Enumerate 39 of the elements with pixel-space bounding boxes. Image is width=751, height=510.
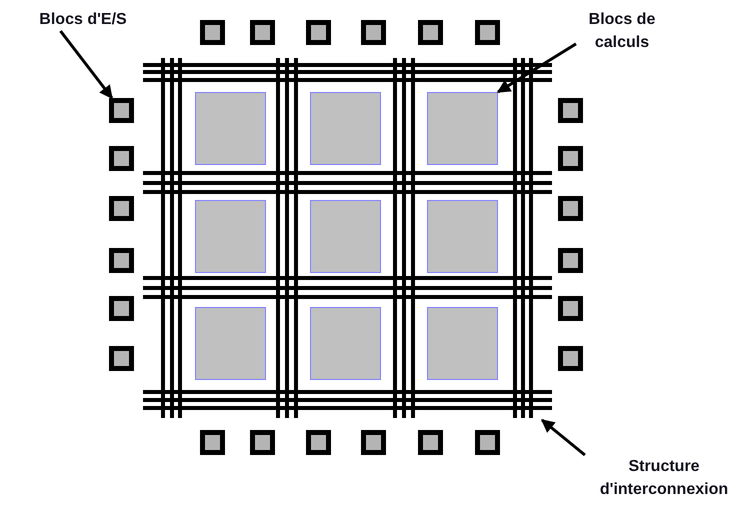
io-block (250, 20, 274, 44)
arrow (59, 30, 114, 100)
io-block (108, 248, 134, 272)
io-block (306, 430, 330, 454)
io-block (558, 196, 582, 220)
io-block (200, 430, 224, 454)
io-block (108, 98, 134, 122)
callout-label: Structure d'interconnexion (598, 457, 730, 500)
io-block (418, 430, 442, 454)
io-block (558, 146, 582, 170)
io-block (108, 146, 134, 170)
io-block (250, 430, 274, 454)
io-block (474, 430, 500, 454)
io-block (558, 346, 582, 370)
logic-block (310, 307, 381, 380)
logic-block (195, 307, 266, 380)
io-block (558, 248, 582, 272)
io-block (306, 20, 330, 44)
callout-label: Blocs d'E/S (38, 10, 128, 30)
io-block (200, 20, 224, 44)
io-block (360, 20, 386, 44)
arrow (540, 418, 586, 456)
io-block (418, 20, 442, 44)
callout-label: Blocs de calculs (588, 10, 656, 54)
io-block (360, 430, 386, 454)
logic-block (427, 200, 498, 273)
io-block (558, 296, 582, 320)
arrow (496, 42, 577, 94)
logic-block (310, 92, 381, 165)
io-block (558, 98, 582, 122)
io-block (108, 296, 134, 320)
io-block (108, 196, 134, 220)
logic-block (427, 307, 498, 380)
logic-block (427, 92, 498, 165)
logic-block (195, 200, 266, 273)
io-block (108, 346, 134, 370)
logic-block (195, 92, 266, 165)
io-block (474, 20, 500, 44)
logic-block (310, 200, 381, 273)
